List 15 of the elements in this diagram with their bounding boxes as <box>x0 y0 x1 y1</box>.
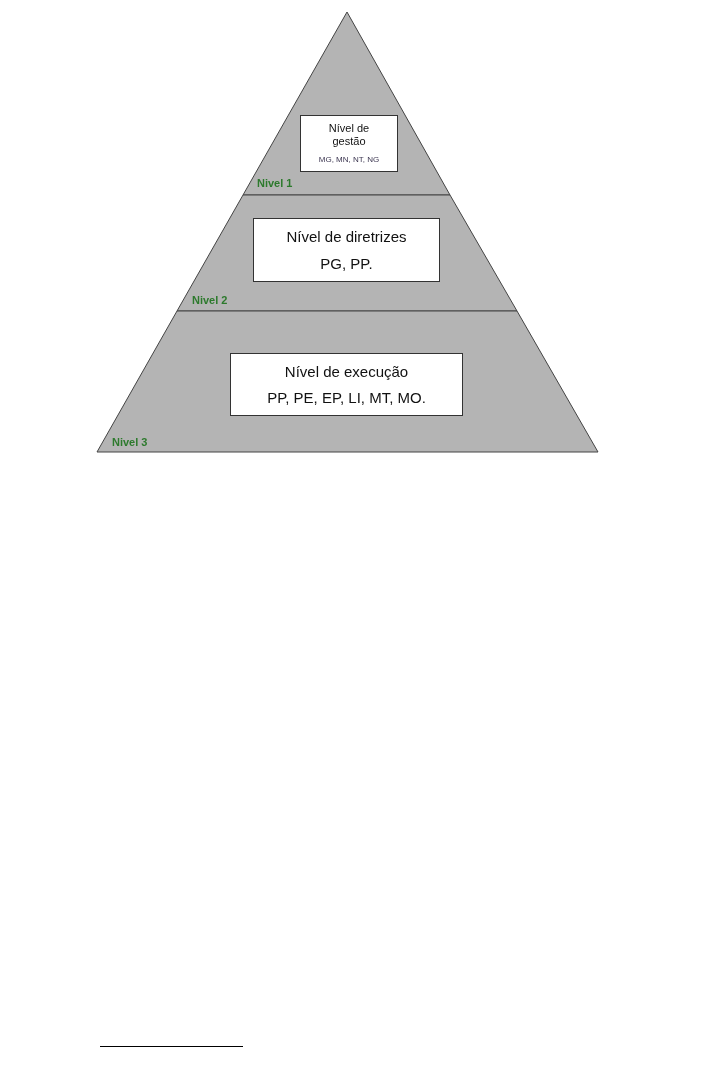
level-box <box>230 353 463 416</box>
pyramid-tier <box>177 195 517 311</box>
level-label: Nivel 2 <box>192 294 228 307</box>
level-label: Nivel 3 <box>112 436 148 449</box>
level-title: Nível de execução <box>284 363 409 380</box>
level-box <box>300 115 398 172</box>
level-label: Nivel 1 <box>257 177 293 190</box>
pyramid-tier <box>243 12 450 195</box>
document-codes: PP, PE, EP, LI, MT, MO. <box>267 389 426 406</box>
level-box <box>253 218 440 282</box>
level-title: Nível de diretrizes <box>286 228 407 246</box>
pyramid-tier <box>97 311 598 452</box>
document-codes: PG, PP. <box>320 254 373 272</box>
document-codes: MG, MN, NT, NG <box>318 154 380 165</box>
level-title: Nível de gestão <box>327 122 371 149</box>
